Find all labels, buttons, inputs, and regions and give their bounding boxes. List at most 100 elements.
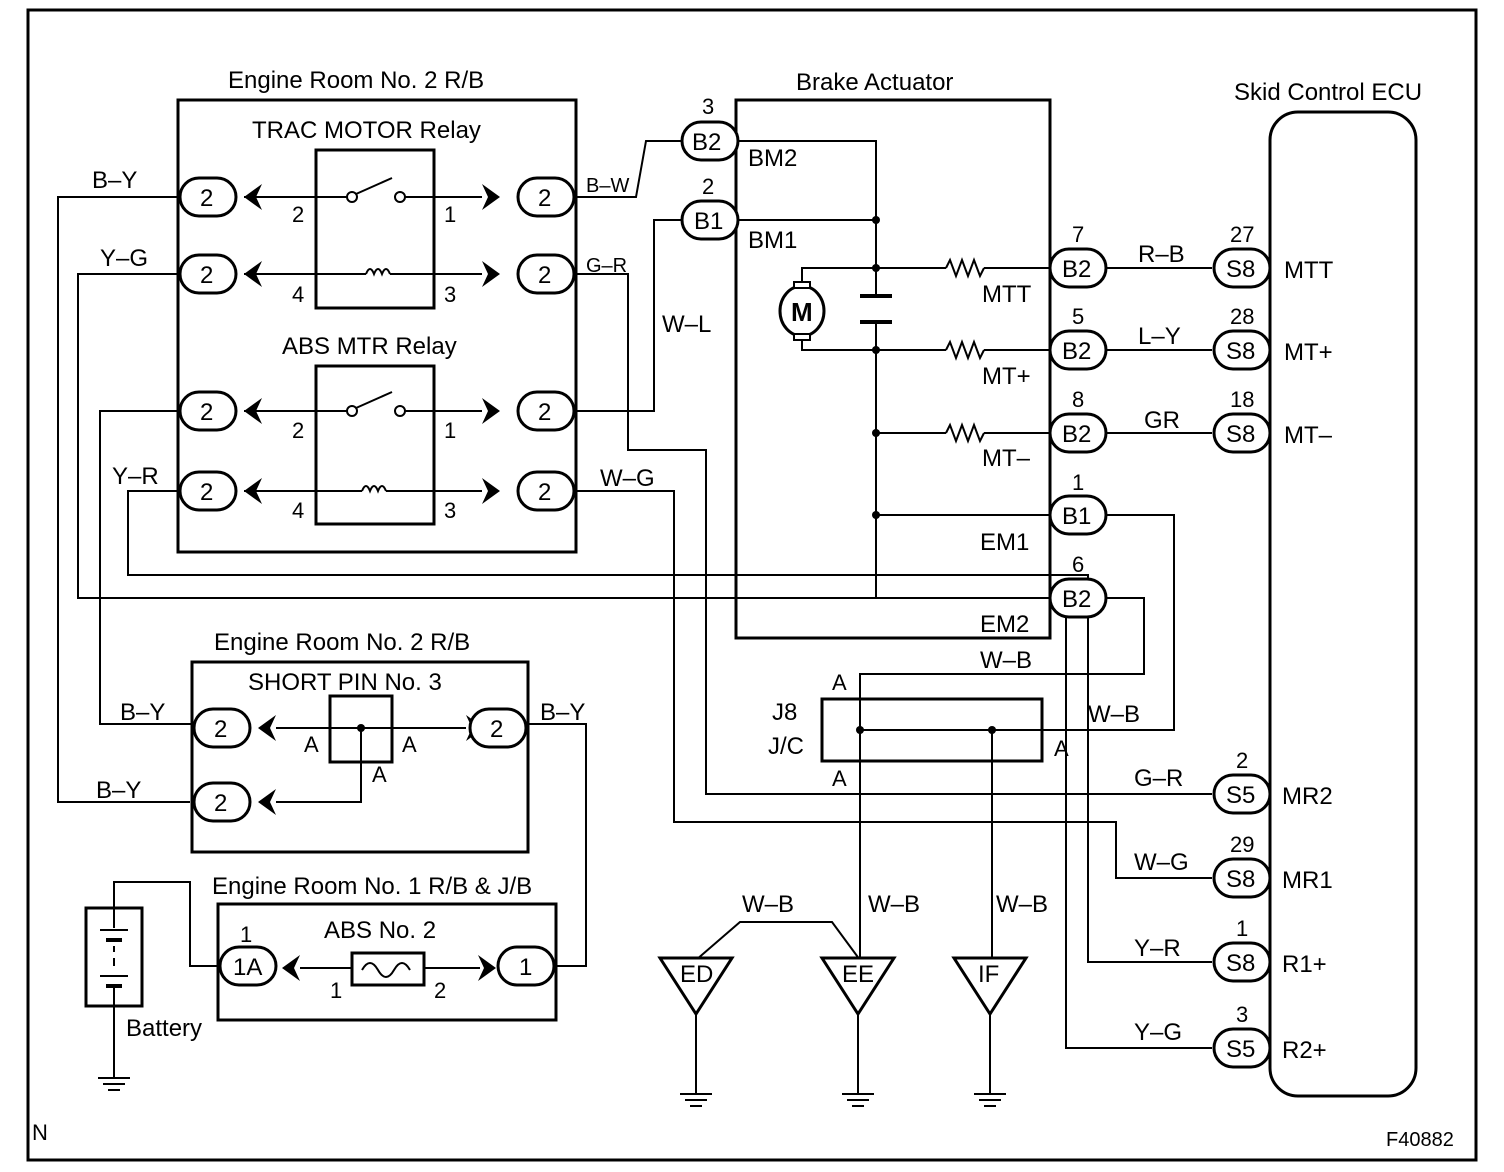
skid-ecu-title: Skid Control ECU [1234,79,1422,106]
wire-label: Y–G [100,245,148,272]
short-pin-wiring [276,724,466,803]
wire-label: W–B [1088,701,1140,728]
pin-letter: A [304,732,319,757]
pin-number: 3 [444,498,456,523]
wire-em2 [859,597,1145,960]
pin-number: 4 [292,498,304,523]
wire-label: W–B [742,891,794,918]
ecu-terminal: MT– [1284,422,1333,449]
er2-top-title: Engine Room No. 2 R/B [228,67,484,94]
wire-g-r [574,273,1212,795]
wire-label: Y–G [1134,1019,1182,1046]
pin-number: 1 [1236,916,1248,941]
er1-title: Engine Room No. 1 R/B & J/B [212,873,532,900]
wire-label: GR [1144,407,1180,434]
ground-ee: EE [819,956,897,1080]
figure-code: F40882 [1386,1129,1454,1151]
er2-top-box [176,98,578,554]
ecu-terminal: R1+ [1282,951,1327,978]
wire-b-w [574,140,682,198]
ground-label: IF [978,961,999,988]
terminal-label: EM1 [980,529,1029,556]
connector-label: 2 [538,399,551,426]
pin-letter: A [832,670,847,695]
connector-arrow-icon [482,184,500,210]
ecu-terminal: MR1 [1282,867,1333,894]
connector-label: 1A [233,954,262,981]
er2-bottom-box [190,660,530,854]
pin-number: 27 [1230,222,1254,247]
connector-label: 2 [538,262,551,289]
wire-b-y-top [57,196,190,803]
wire-b-y-out [528,723,587,967]
wire-label: R–B [1138,241,1185,268]
ground-icon [973,1077,1007,1107]
corner-mark: N [32,1120,48,1145]
connector-label: 2 [200,479,213,506]
ground-icon [679,1077,713,1107]
wire-w-g [574,490,1212,879]
ecu-terminal: MTT [1284,257,1334,284]
jc-node [856,726,864,734]
trac-relay-switch [244,177,482,203]
trac-relay-coil [244,268,482,277]
wire-ed [695,921,861,961]
connector-label: B2 [692,129,721,156]
battery-icon [100,908,128,1006]
connector-label: 2 [214,716,227,743]
pin-number: 1 [1072,470,1084,495]
wire-label: L–Y [1138,323,1181,350]
ground-icon [97,1061,131,1091]
connector-label: S8 [1226,950,1255,977]
pin-number: 1 [240,922,252,947]
wire-y-g [77,273,1212,1049]
connector-label: S8 [1226,338,1255,365]
connector-label: 1 [519,954,532,981]
skid-ecu-box [1268,110,1418,1098]
pin-number: 3 [1236,1002,1248,1027]
er2-bottom-title: Engine Room No. 2 R/B [214,629,470,656]
connector-label: 2 [214,790,227,817]
pin-number: 1 [444,202,456,227]
connector-label: S8 [1226,421,1255,448]
ecu-terminal: MR2 [1282,783,1333,810]
connector-label: 2 [200,185,213,212]
connector-label: S5 [1226,1036,1255,1063]
connector-arrow-icon [482,478,500,504]
wire-w-l [574,219,682,412]
wire-label: B–Y [92,167,137,194]
wire-label: W–G [600,465,655,492]
pin-number: 28 [1230,304,1254,329]
connector-label: 2 [200,262,213,289]
connector-label: 2 [538,479,551,506]
wire-label: B–Y [540,699,585,726]
brake-actuator-title: Brake Actuator [796,69,953,96]
wire-label: B–W [586,175,629,197]
j8-label: J8 [772,699,797,726]
terminal-label: EM2 [980,611,1029,638]
pin-letter: A [832,766,847,791]
pin-number: 2 [292,418,304,443]
terminal-label: MT+ [982,363,1031,390]
wire-b-y-abs [99,410,194,725]
ecu-terminal: MT+ [1284,339,1333,366]
connector-label: 2 [200,399,213,426]
wire-label: G–R [1134,765,1183,792]
trac-relay-title: TRAC MOTOR Relay [252,117,481,144]
wire-label: W–B [996,891,1048,918]
battery-label: Battery [126,1015,202,1042]
pin-number: 2 [292,202,304,227]
wire-y-r [127,490,1212,963]
ecu-terminal: R2+ [1282,1037,1327,1064]
pin-number: 4 [292,282,304,307]
terminal-label: MTT [982,281,1032,308]
pin-number: 1 [330,978,342,1003]
actuator-internal-wiring [734,140,1050,599]
pin-number: 6 [1072,552,1084,577]
ground-ed: ED [657,956,735,1080]
wire-label: G–R [586,255,627,277]
pin-number: 1 [444,418,456,443]
pin-number: 3 [702,94,714,119]
wire-label: W–L [662,311,711,338]
wire-label: W–B [868,891,920,918]
